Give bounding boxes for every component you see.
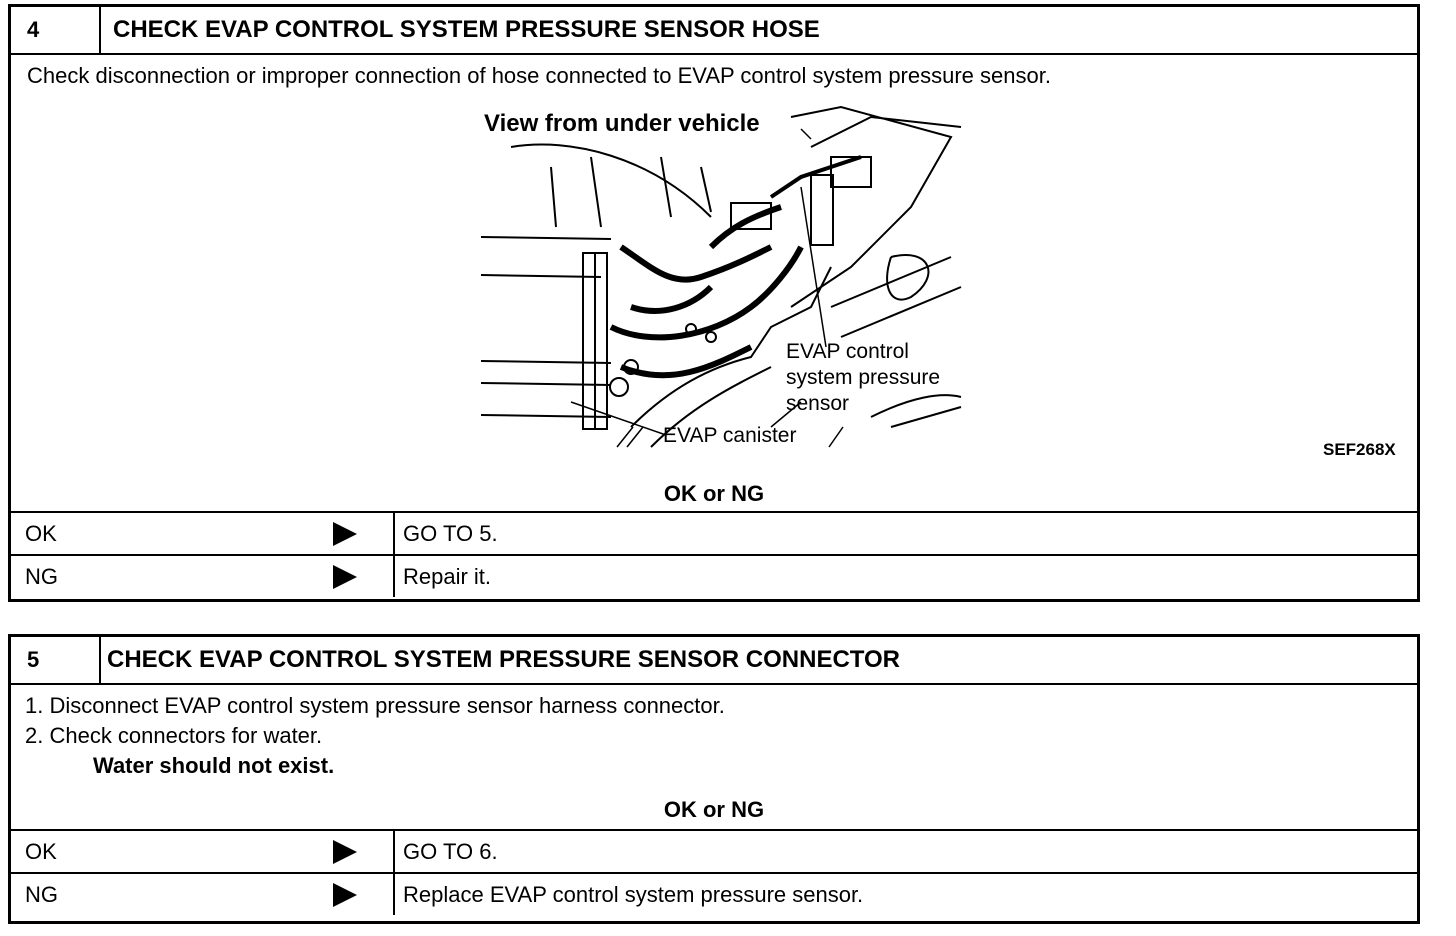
step-4-block: 4 CHECK EVAP CONTROL SYSTEM PRESSURE SEN… (8, 4, 1420, 602)
step-5-number: 5 (11, 637, 101, 683)
step-5-instruction-2: 2. Check connectors for water. (25, 723, 323, 748)
step-5-row-ng: NG Replace EVAP control system pressure … (11, 872, 1417, 915)
sensor-label-line3: sensor (786, 392, 849, 415)
step-5-result-heading: OK or NG (663, 797, 765, 822)
result-action: Replace EVAP control system pressure sen… (393, 874, 863, 915)
step-4-number: 4 (11, 7, 101, 53)
result-action: Repair it. (393, 556, 491, 597)
arrow-right-icon (333, 840, 357, 864)
result-label: NG (25, 882, 58, 907)
step-5-header: 5 CHECK EVAP CONTROL SYSTEM PRESSURE SEN… (11, 637, 1417, 685)
result-label: OK (25, 839, 57, 864)
step-4-row-ok: OK GO TO 5. (11, 511, 1417, 554)
view-from-under-vehicle-label: View from under vehicle (484, 110, 760, 137)
step-5-instruction-1: 1. Disconnect EVAP control system pressu… (25, 693, 725, 718)
step-5-note: Water should not exist. (93, 753, 335, 778)
figure-code: SEF268X (1323, 440, 1396, 459)
step-4-result-heading: OK or NG (663, 481, 765, 506)
result-label: OK (25, 521, 57, 546)
arrow-right-icon (333, 522, 357, 546)
step-5-title: CHECK EVAP CONTROL SYSTEM PRESSURE SENSO… (107, 646, 901, 673)
step-5-row-ok: OK GO TO 6. (11, 829, 1417, 872)
result-label: NG (25, 564, 58, 589)
step-5-block: 5 CHECK EVAP CONTROL SYSTEM PRESSURE SEN… (8, 634, 1420, 924)
sensor-label-line2: system pressure (786, 366, 940, 389)
arrow-right-icon (333, 565, 357, 589)
arrow-right-icon (333, 883, 357, 907)
sensor-label-line1: EVAP control (786, 340, 909, 363)
step-4-header: 4 CHECK EVAP CONTROL SYSTEM PRESSURE SEN… (11, 7, 1417, 55)
step-4-instruction: Check disconnection or improper connecti… (27, 63, 1051, 88)
result-action: GO TO 5. (393, 513, 498, 554)
step-4-title: CHECK EVAP CONTROL SYSTEM PRESSURE SENSO… (113, 16, 820, 43)
result-action: GO TO 6. (393, 831, 498, 872)
evap-canister-label: EVAP canister (663, 424, 796, 447)
step-4-row-ng: NG Repair it. (11, 554, 1417, 597)
evap-hose-illustration: View from under vehicle EVAP control sys… (480, 105, 1396, 459)
